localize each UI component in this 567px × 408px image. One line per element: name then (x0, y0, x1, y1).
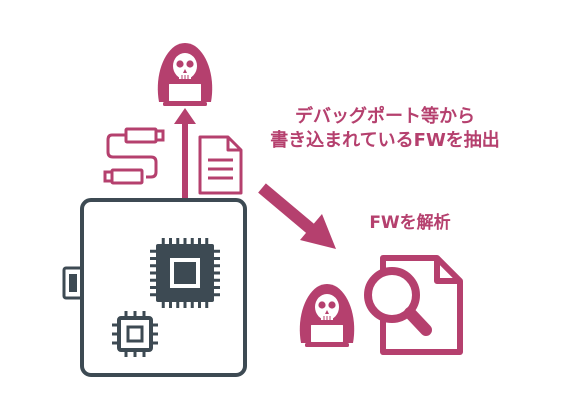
usb-cable-icon (103, 127, 165, 185)
diagonal-arrow-icon (258, 183, 336, 249)
secondary-chip-icon (112, 311, 158, 357)
extract-caption-line2: 書き込まれているFWを抽出 (270, 130, 500, 151)
hacker-icon (298, 283, 356, 348)
document-magnifier-icon (364, 255, 463, 355)
main-chip-icon (150, 238, 220, 308)
extract-caption: デバッグポート等から 書き込まれているFWを抽出 (245, 105, 525, 153)
hacker-icon (156, 42, 214, 107)
extract-caption-line1: デバッグポート等から (295, 106, 475, 127)
document-icon (198, 135, 243, 195)
analyze-caption: FWを解析 (369, 213, 451, 233)
